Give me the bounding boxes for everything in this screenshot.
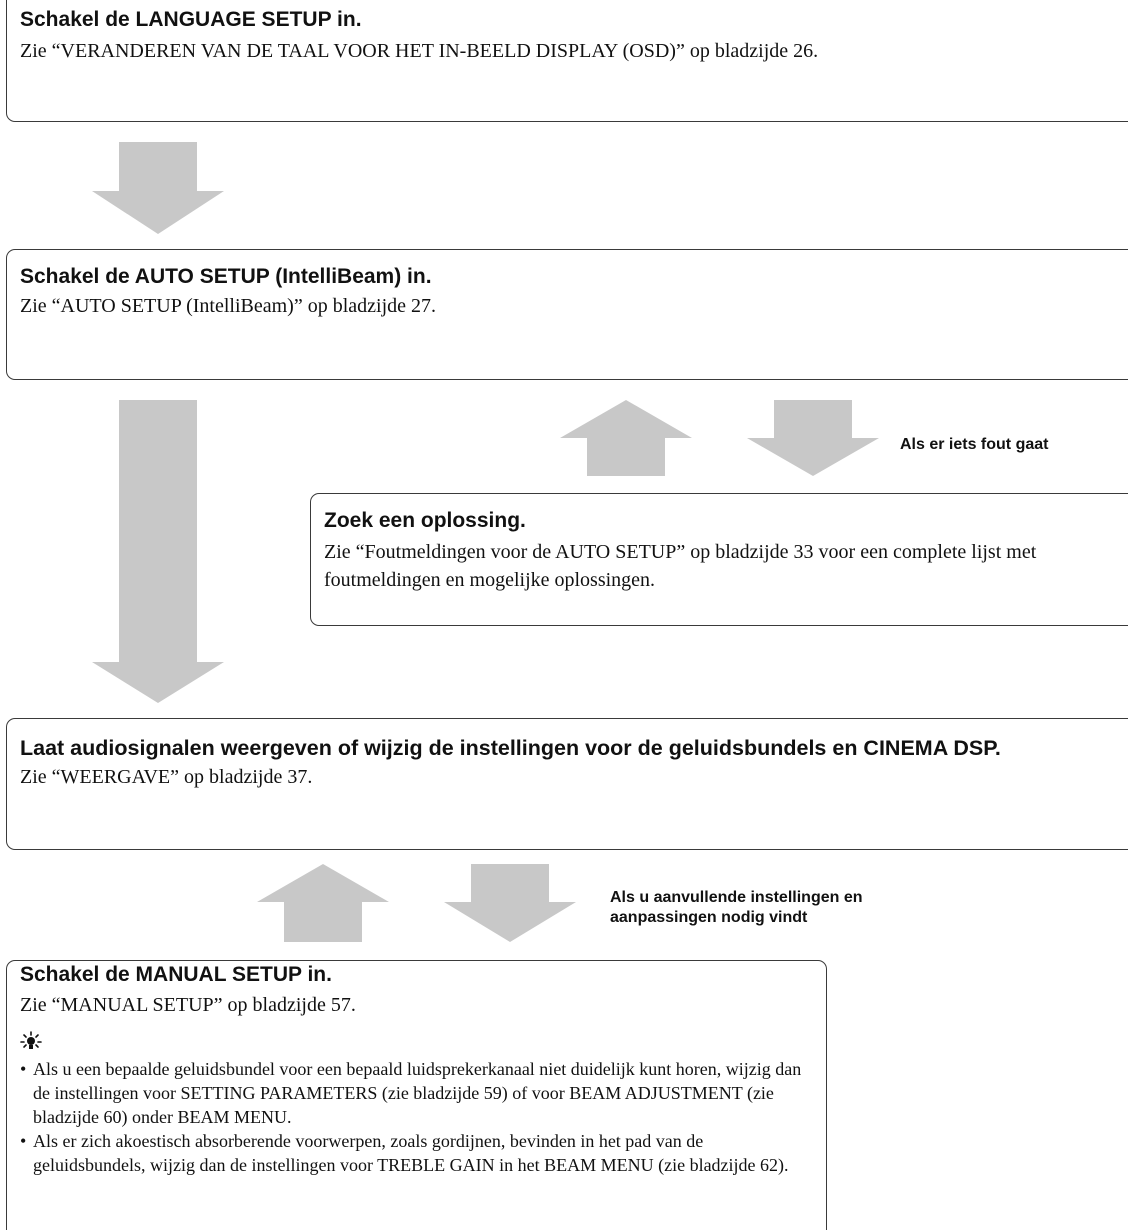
manual-setup-reference: Zie “MANUAL SETUP” op bladzijde 57. [20, 994, 356, 1016]
auto-setup-title: Schakel de AUTO SETUP (IntelliBeam) in. [20, 265, 432, 288]
manual-branch-caption-line1: Als u aanvullende instellingen en [610, 889, 863, 906]
language-setup-box [6, 0, 1128, 122]
playback-reference: Zie “WEERGAVE” op bladzijde 37. [20, 766, 313, 788]
tip-item: Als u een bepaalde geluidsbundel voor ee… [20, 1057, 820, 1129]
manual-setup-tips: Als u een bepaalde geluidsbundel voor ee… [20, 1057, 820, 1177]
arrow-down-auto-to-playback [92, 400, 224, 703]
arrow-down-language-to-auto [92, 142, 224, 234]
language-setup-reference: Zie “VERANDEREN VAN DE TAAL VOOR HET IN-… [20, 40, 819, 62]
auto-setup-reference: Zie “AUTO SETUP (IntelliBeam)” op bladzi… [20, 295, 437, 317]
error-solution-title: Zoek een oplossing. [324, 509, 526, 532]
error-solution-reference: Zie “Foutmeldingen voor de AUTO SETUP” o… [324, 541, 1037, 591]
manual-branch-caption-line2: aanpassingen nodig vindt [610, 909, 808, 926]
language-setup-title: Schakel de LANGUAGE SETUP in. [20, 8, 362, 31]
playback-box [6, 718, 1128, 850]
error-branch-caption: Als er iets fout gaat [900, 436, 1049, 453]
error-solution-box [310, 493, 1128, 626]
manual-setup-title: Schakel de MANUAL SETUP in. [20, 963, 332, 986]
tip-item: Als er zich akoestisch absorberende voor… [20, 1129, 820, 1177]
arrow-up-error-to-auto [560, 400, 692, 476]
arrow-up-manual-to-playback [257, 864, 389, 942]
auto-setup-box [6, 249, 1128, 380]
arrow-down-auto-to-error [747, 400, 879, 476]
arrow-down-playback-to-manual [444, 864, 576, 942]
lightbulb-tip-icon [20, 1031, 42, 1049]
playback-title: Laat audiosignalen weergeven of wijzig d… [20, 736, 1001, 760]
